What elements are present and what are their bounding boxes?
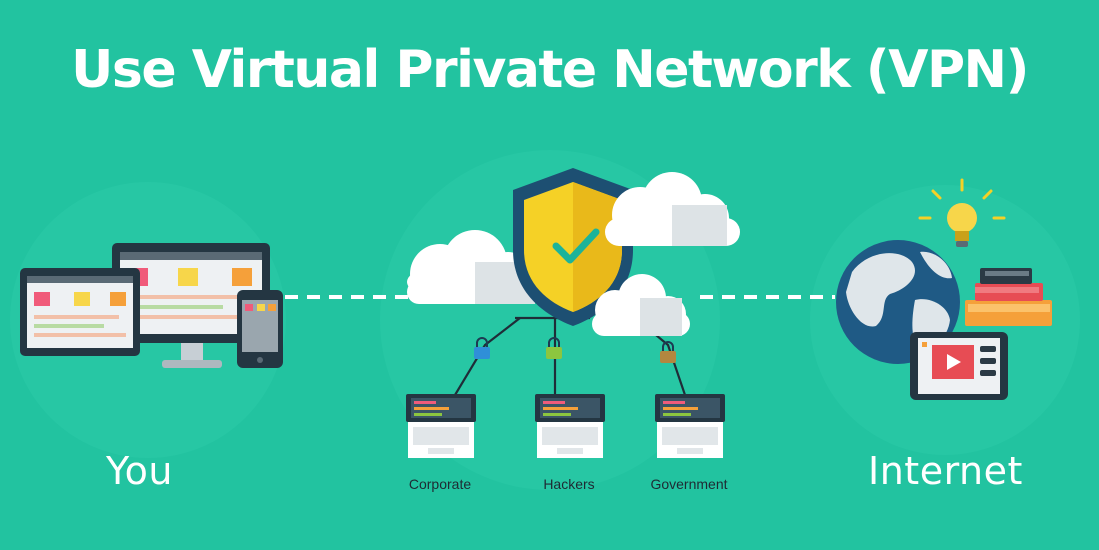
books-icon: [965, 268, 1052, 326]
hackers-label: Hackers: [543, 476, 595, 492]
cloud-bottom-right-icon: [592, 274, 690, 336]
cloud-top-right-icon: [605, 172, 740, 246]
lightbulb-icon: [918, 178, 1006, 247]
government-label: Government: [650, 476, 728, 492]
laptop-government-icon: [655, 394, 725, 458]
laptop-screen-icon: [20, 268, 140, 356]
padlock-government-icon: [660, 341, 676, 363]
page-title: Use Virtual Private Network (VPN): [71, 40, 1029, 100]
tablet-video-icon: [910, 332, 1008, 400]
vpn-shield-icon: [513, 168, 633, 326]
padlock-corporate-icon: [474, 337, 490, 359]
internet-label: Internet: [868, 449, 1023, 493]
cloud-left-icon: [407, 230, 543, 304]
laptop-hackers-icon: [535, 394, 605, 458]
laptop-corporate-icon: [406, 394, 476, 458]
padlock-hackers-icon: [546, 337, 562, 359]
corporate-label: Corporate: [408, 476, 472, 492]
smartphone-icon: [237, 290, 283, 368]
you-label: You: [106, 449, 173, 493]
